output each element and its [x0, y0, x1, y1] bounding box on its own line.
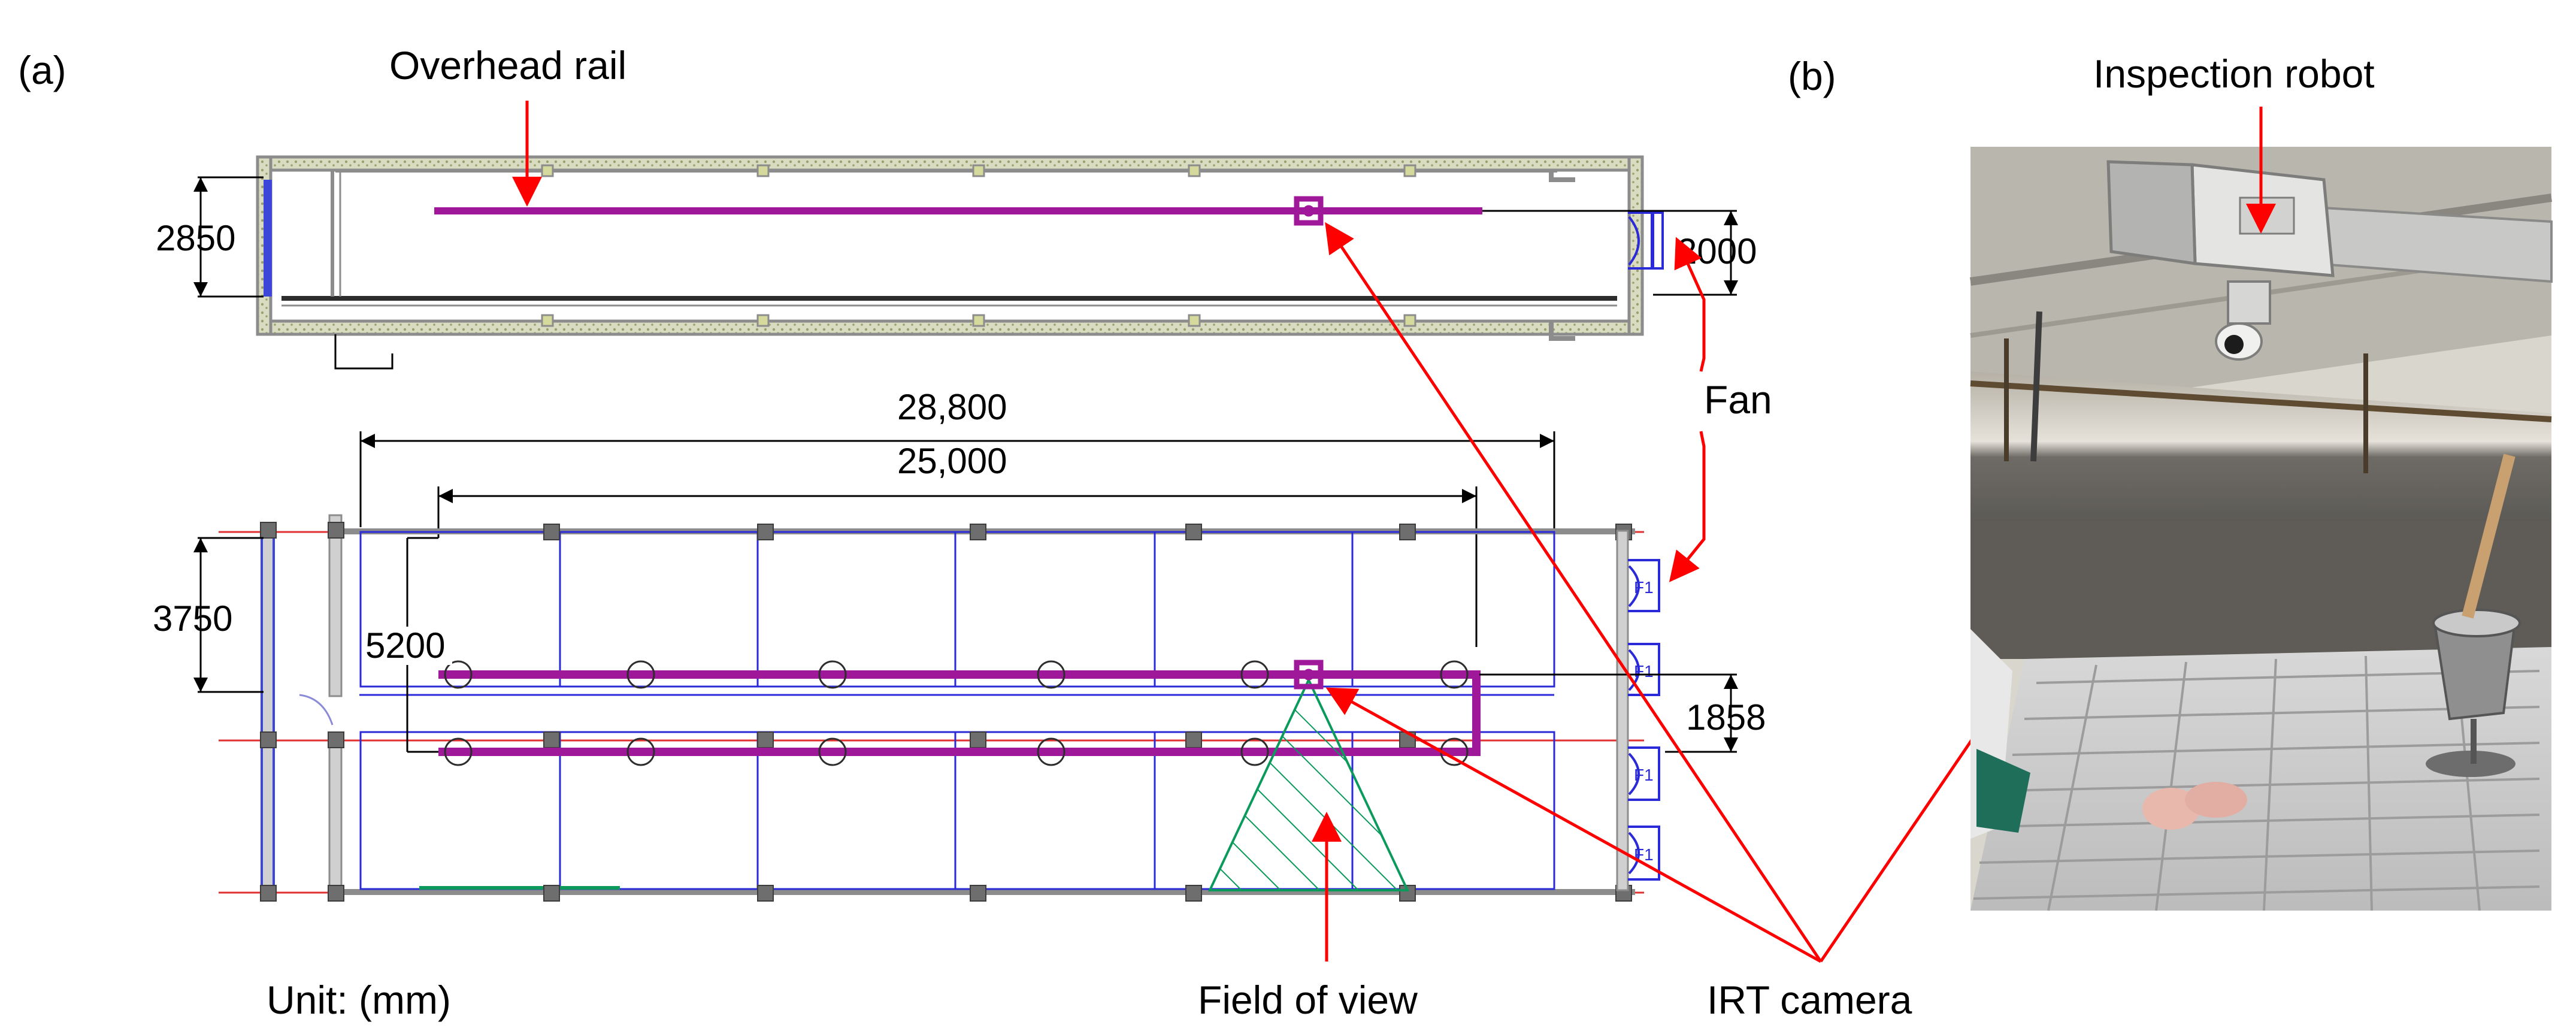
bottom-end-post: [261, 526, 275, 894]
fan-icon: F1 F1 F1 F1: [1628, 559, 1660, 881]
door-swing: [299, 694, 334, 725]
svg-text:F1: F1: [1634, 766, 1654, 784]
bottom-wall-left: [328, 514, 343, 697]
panel-label-b: (b): [1788, 54, 1836, 98]
top-plan-posts: [541, 164, 1416, 327]
overhead-rail-label: Overhead rail: [389, 43, 626, 87]
overhead-rail-loop: [438, 670, 1481, 756]
dim-label-1858: 1858: [1686, 697, 1766, 737]
fan-icon: [1628, 211, 1664, 270]
dim-label-3750: 3750: [153, 598, 232, 639]
top-plan-blue-strip: [264, 180, 272, 297]
dim-label-25000: 25,000: [897, 441, 1007, 481]
irt-camera-lens-top: [1303, 205, 1315, 217]
unit-label: Unit: (mm): [267, 978, 451, 1022]
irt-camera-lens-bottom: [1303, 669, 1315, 681]
top-plan-wall-bottom: [262, 319, 1640, 336]
dim-label-5200: 5200: [365, 625, 445, 666]
fan-arrow: [1669, 431, 1706, 582]
bottom-wall-left-lower: [328, 733, 343, 891]
bottom-plan-view: F1 F1 F1 F1 3750 5200: [153, 514, 1766, 902]
dim-label-2850: 2850: [156, 218, 235, 258]
irt-camera-label: IRT camera: [1707, 978, 1912, 1022]
field-of-view-area: [1207, 677, 1410, 891]
top-plan-door-stub: [334, 334, 393, 370]
panel-label-a: (a): [18, 48, 66, 92]
irt-camera-marker-bottom: [1294, 660, 1324, 690]
top-plan-door-stub: [1549, 171, 1575, 341]
top-plan-wall-right: [1627, 155, 1644, 336]
bottom-plan-posts: [260, 522, 1632, 902]
top-plan-wall-top: [262, 155, 1640, 172]
svg-text:F1: F1: [1634, 662, 1654, 681]
top-plan-view: 2850 2000: [156, 155, 1757, 370]
inspection-robot-label: Inspection robot: [2093, 52, 2375, 96]
fan-arrow: [1674, 237, 1706, 372]
inspection-robot-photo: [1970, 147, 2553, 911]
irt-camera-marker-top: [1294, 196, 1324, 226]
svg-text:F1: F1: [1634, 578, 1654, 597]
dim-label-28800: 28,800: [897, 387, 1007, 427]
bottom-wall-right: [1616, 530, 1629, 891]
field-of-view-label: Field of view: [1198, 978, 1418, 1022]
dim-label-bg: [362, 627, 452, 665]
fan-label: Fan: [1704, 377, 1772, 422]
